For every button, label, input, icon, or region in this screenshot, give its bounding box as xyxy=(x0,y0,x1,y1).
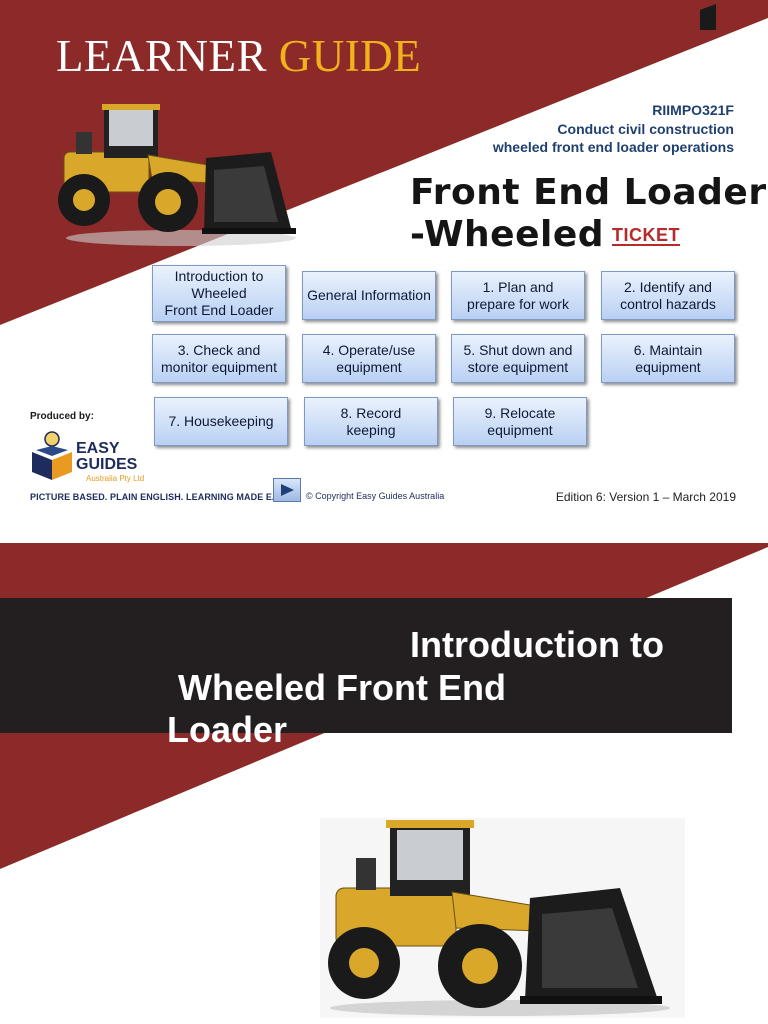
play-button[interactable] xyxy=(273,478,301,502)
menu-button-relocate[interactable]: 9. Relocate equipment xyxy=(453,397,587,446)
ticket-title-line-1: Front End Loader xyxy=(410,172,767,213)
course-code: RIIMPO321F xyxy=(652,102,734,118)
course-line-2: wheeled front end loader operations xyxy=(492,139,734,155)
produced-by-label: Produced by: xyxy=(30,411,94,422)
course-line-1: Conduct civil construction xyxy=(557,120,734,137)
ticket-title-line-2: -Wheeled xyxy=(410,214,605,255)
logo-text-easy: EASY xyxy=(76,440,120,457)
logo-subtitle: Australia Pty Ltd xyxy=(86,474,145,483)
section-slide: Introduction to Wheeled Front End Loader xyxy=(0,543,768,1024)
course-info: RIIMPO321F Conduct civil construction wh… xyxy=(493,101,734,157)
section-title-line-2: Wheeled Front End xyxy=(178,667,506,708)
loader-image xyxy=(58,104,296,246)
copyright-text: © Copyright Easy Guides Australia xyxy=(306,491,445,501)
logo-text-guides: GUIDES xyxy=(76,456,138,473)
ticket-title: Front End Loader -Wheeled TICKET xyxy=(410,172,767,256)
cover-slide: LEARNER GUIDE RIIMPO321F Conduct civil c… xyxy=(0,0,768,504)
section-title-line-3: Loader xyxy=(167,709,288,750)
menu-button-housekeeping[interactable]: 7. Housekeeping xyxy=(154,397,288,446)
easy-guides-logo-icon xyxy=(32,431,72,480)
menu-button-general-information[interactable]: General Information xyxy=(302,271,436,320)
corner-tab xyxy=(700,4,716,30)
page-gap xyxy=(0,530,768,543)
ticket-stamp: TICKET xyxy=(612,225,681,246)
section-title-box xyxy=(0,598,732,733)
section-title-line-1: Introduction to xyxy=(410,624,664,665)
loader-image xyxy=(320,818,685,1018)
edition-text: Edition 6: Version 1 – March 2019 xyxy=(555,490,736,504)
learner-guide-title: LEARNER GUIDE xyxy=(56,31,422,81)
tagline: PICTURE BASED. PLAIN ENGLISH. LEARNING M… xyxy=(30,492,293,502)
play-icon xyxy=(281,484,294,496)
